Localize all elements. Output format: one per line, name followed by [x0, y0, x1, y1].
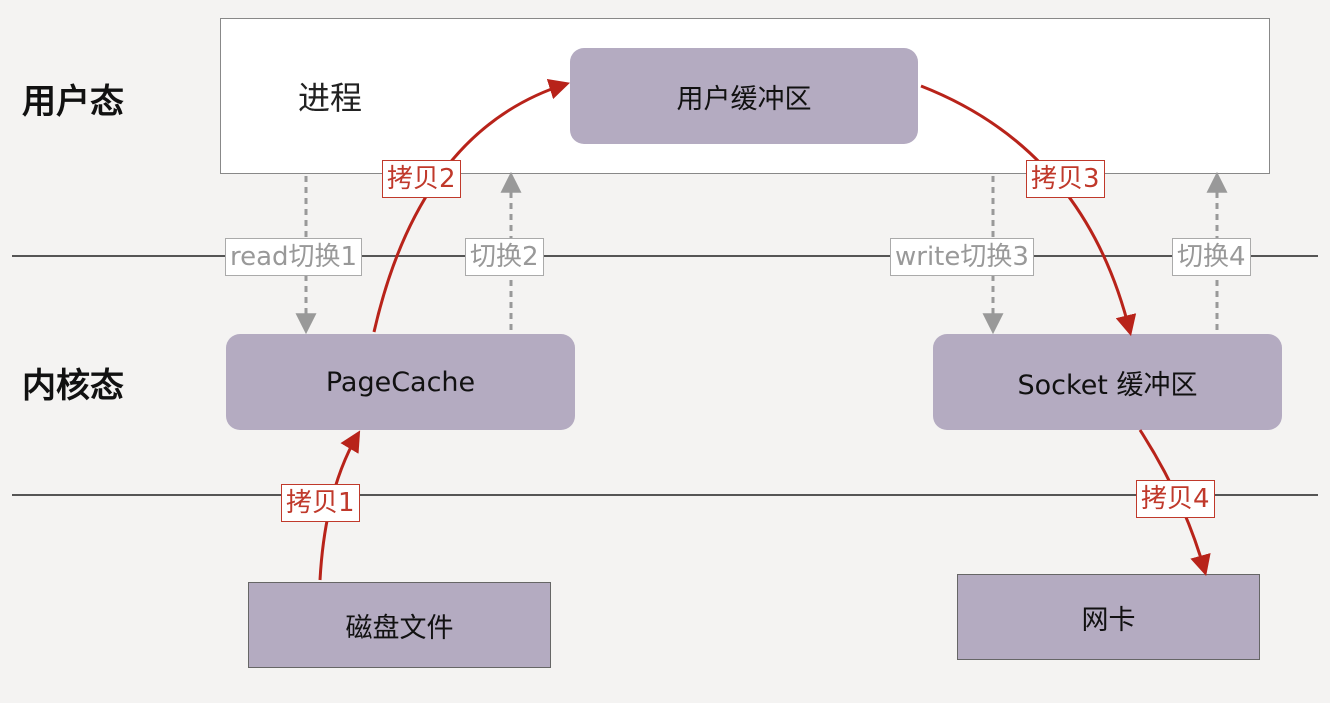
switch3-tag: write切换3 [890, 238, 1034, 276]
kernel-hardware-divider [12, 494, 1318, 496]
user-mode-label: 用户态 [22, 82, 124, 122]
switch4-tag: 切换4 [1172, 238, 1251, 276]
nic-node: 网卡 [957, 574, 1260, 660]
socket-buffer-node: Socket 缓冲区 [933, 334, 1282, 430]
copy2-tag: 拷贝2 [382, 160, 461, 198]
page-cache-node: PageCache [226, 334, 575, 430]
kernel-mode-label: 内核态 [22, 366, 124, 406]
switch2-tag: 切换2 [465, 238, 544, 276]
user-kernel-divider [12, 255, 1318, 257]
disk-file-node: 磁盘文件 [248, 582, 551, 668]
user-buffer-node: 用户缓冲区 [570, 48, 918, 144]
copy1-tag: 拷贝1 [281, 484, 360, 522]
copy4-tag: 拷贝4 [1136, 480, 1215, 518]
switch1-tag: read切换1 [225, 238, 363, 276]
process-label: 进程 [298, 79, 363, 117]
copy3-tag: 拷贝3 [1026, 160, 1105, 198]
